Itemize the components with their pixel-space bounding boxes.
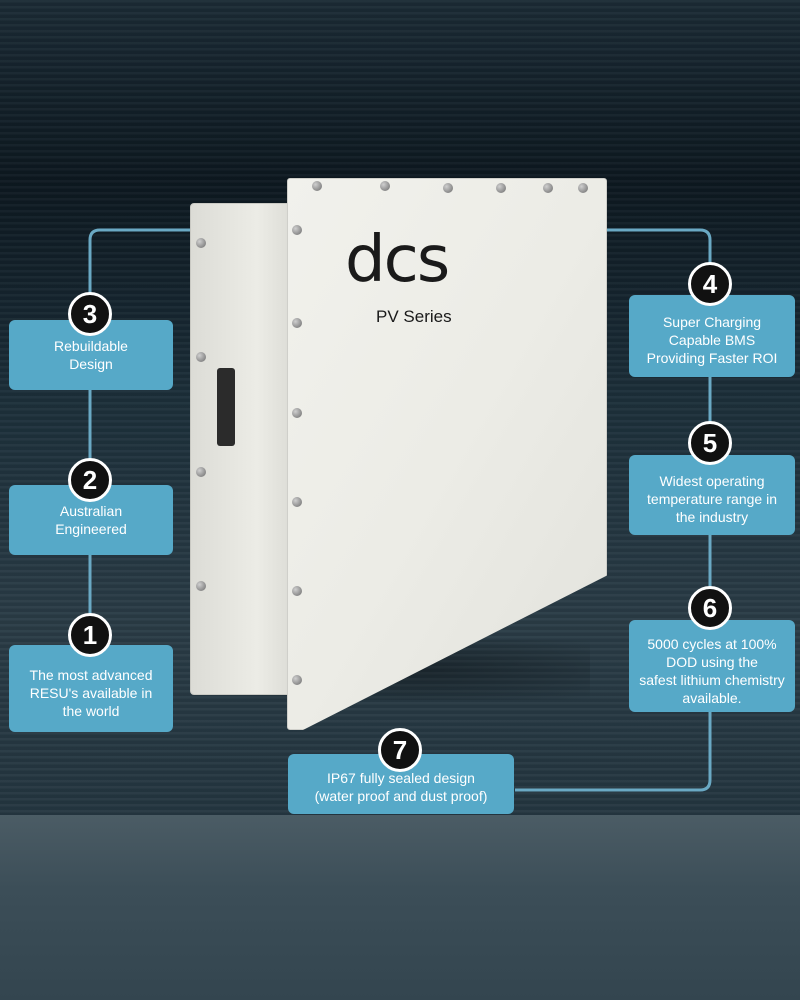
- bolt: [292, 225, 302, 235]
- feature-badge-1: 1: [68, 613, 112, 657]
- feature-badge-3: 3: [68, 292, 112, 336]
- bolt: [496, 183, 506, 193]
- feature-box-1: The most advanced RESU's available in th…: [9, 645, 173, 732]
- bolt: [292, 675, 302, 685]
- feature-badge-7: 7: [378, 728, 422, 772]
- feature-box-2: Australian Engineered: [9, 485, 173, 555]
- bolt: [312, 181, 322, 191]
- feature-badge-6: 6: [688, 586, 732, 630]
- bolt: [443, 183, 453, 193]
- floor: [0, 815, 800, 1000]
- feature-text-4: Super Charging Capable BMS Providing Fas…: [646, 314, 778, 366]
- brand-logo: dcs: [345, 223, 450, 297]
- feature-text-3: Rebuildable Design: [54, 338, 128, 372]
- bolt: [196, 581, 206, 591]
- bolt: [196, 352, 206, 362]
- bolt: [292, 318, 302, 328]
- bolt: [196, 238, 206, 248]
- feature-box-4: Super Charging Capable BMS Providing Fas…: [629, 295, 795, 377]
- feature-badge-2: 2: [68, 458, 112, 502]
- bolt: [380, 181, 390, 191]
- handle: [217, 368, 235, 446]
- bolt: [196, 467, 206, 477]
- feature-text-6: 5000 cycles at 100% DOD using the safest…: [639, 636, 785, 706]
- feature-text-1: The most advanced RESU's available in th…: [29, 666, 153, 719]
- feature-badge-5: 5: [688, 421, 732, 465]
- bolt: [292, 586, 302, 596]
- feature-badge-4: 4: [688, 262, 732, 306]
- feature-text-7: IP67 fully sealed design (water proof an…: [314, 770, 488, 804]
- bolt: [543, 183, 553, 193]
- bolt: [292, 497, 302, 507]
- bolt: [292, 408, 302, 418]
- series-label: PV Series: [376, 307, 452, 326]
- battery-unit-side: [190, 203, 302, 695]
- feature-text-5: Widest operating temperature range in th…: [647, 473, 777, 525]
- bolt: [578, 183, 588, 193]
- feature-text-2: Australian Engineered: [55, 503, 127, 537]
- feature-box-6: 5000 cycles at 100% DOD using the safest…: [629, 620, 795, 712]
- feature-box-5: Widest operating temperature range in th…: [629, 455, 795, 535]
